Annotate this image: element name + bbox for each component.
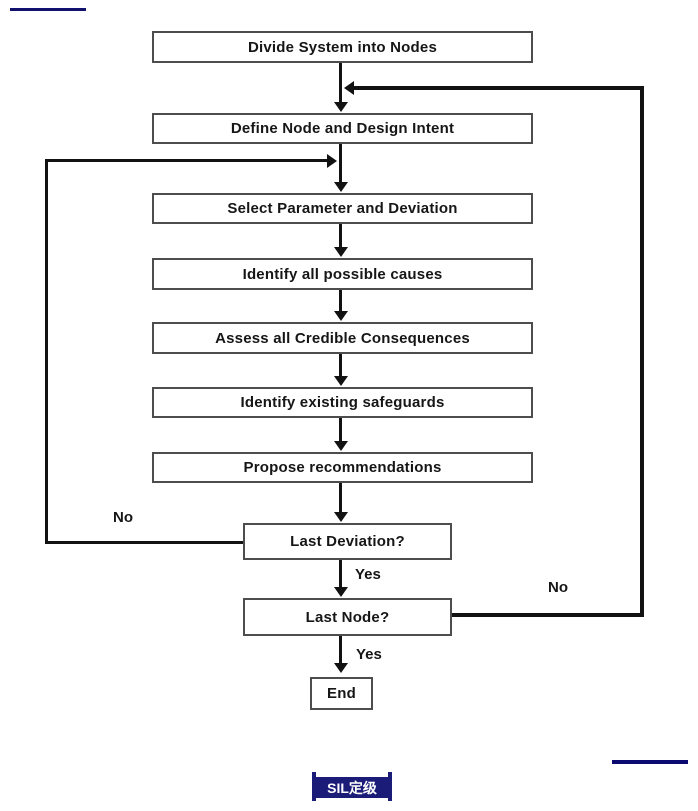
node-divide-system-label: Divide System into Nodes	[247, 38, 437, 56]
edge-select-to-causes-line	[339, 224, 342, 248]
loop-node-no-vertical-line	[640, 86, 644, 617]
node-end-label: End	[327, 685, 356, 702]
node-identify-causes-label: Identify all possible causes	[242, 265, 443, 283]
arrowhead-down-icon	[334, 512, 348, 522]
label-node-yes: Yes	[356, 646, 382, 663]
node-define-node-label: Define Node and Design Intent	[230, 120, 455, 137]
label-node-no: No	[548, 579, 568, 596]
node-identify-causes: Identify all possible causes	[152, 258, 533, 290]
bottom-right-rule	[612, 760, 688, 764]
node-identify-safeguards-label: Identify existing safeguards	[240, 394, 445, 411]
edge-define-to-select-line	[339, 144, 342, 183]
node-last-deviation: Last Deviation?	[243, 523, 452, 560]
loop-deviation-no-vertical-line	[45, 159, 48, 544]
arrowhead-down-icon	[334, 587, 348, 597]
label-deviation-no: No	[113, 509, 133, 526]
loop-deviation-no-bottom-line	[45, 541, 243, 544]
top-left-rule	[10, 8, 86, 11]
node-select-parameter: Select Parameter and Deviation	[152, 193, 533, 224]
arrowhead-down-icon	[334, 663, 348, 673]
loop-deviation-no-top-line	[45, 159, 328, 162]
arrowhead-down-icon	[334, 247, 348, 257]
arrowhead-down-icon	[334, 376, 348, 386]
edge-consequences-to-safeguards-line	[339, 354, 342, 377]
loop-node-no-top-line	[353, 86, 644, 90]
arrowhead-down-icon	[334, 311, 348, 321]
node-last-deviation-label: Last Deviation?	[290, 533, 405, 550]
edge-deviation-yes-line	[339, 560, 342, 588]
node-define-node: Define Node and Design Intent	[152, 113, 533, 144]
label-deviation-yes: Yes	[355, 566, 381, 583]
edge-recommendations-to-deviation-line	[339, 483, 342, 513]
node-end: End	[310, 677, 373, 710]
badge-right-cap	[388, 772, 392, 801]
sil-badge: SIL定级	[316, 777, 388, 798]
edge-safeguards-to-recommendations-line	[339, 418, 342, 442]
edge-causes-to-consequences-line	[339, 290, 342, 312]
node-propose-recommendations-label: Propose recommendations	[243, 459, 442, 476]
arrowhead-right-icon	[327, 154, 337, 168]
node-assess-consequences-label: Assess all Credible Consequences	[215, 329, 470, 347]
node-assess-consequences: Assess all Credible Consequences	[152, 322, 533, 354]
node-last-node: Last Node?	[243, 598, 452, 636]
badge-left-cap	[312, 772, 316, 801]
arrowhead-down-icon	[334, 102, 348, 112]
node-select-parameter-label: Select Parameter and Deviation	[227, 200, 458, 217]
loop-node-no-bottom-line	[452, 613, 644, 617]
edge-node-yes-line	[339, 636, 342, 664]
node-identify-safeguards: Identify existing safeguards	[152, 387, 533, 418]
edge-divide-to-define-line	[339, 63, 342, 103]
node-last-node-label: Last Node?	[305, 608, 390, 626]
node-propose-recommendations: Propose recommendations	[152, 452, 533, 483]
arrowhead-down-icon	[334, 182, 348, 192]
arrowhead-left-icon	[344, 81, 354, 95]
arrowhead-down-icon	[334, 441, 348, 451]
node-divide-system: Divide System into Nodes	[152, 31, 533, 63]
